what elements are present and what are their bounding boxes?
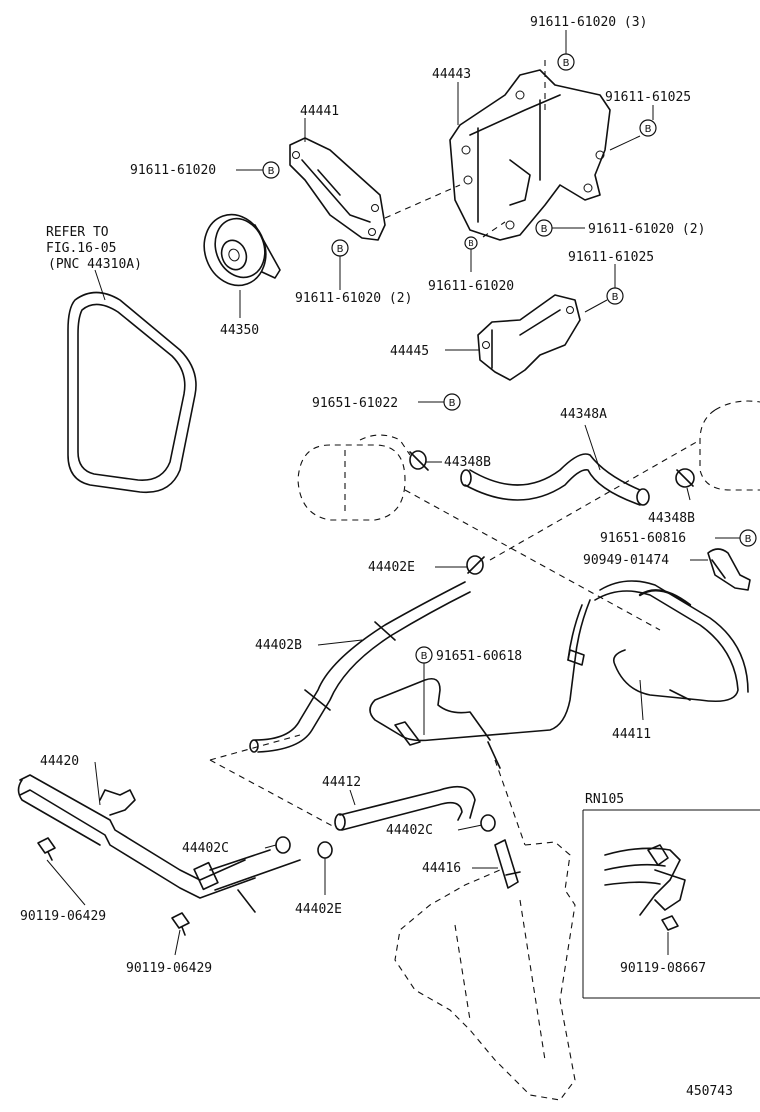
label-450743: 450743 bbox=[686, 1084, 733, 1099]
suction-hose-44348a-drawing bbox=[460, 453, 650, 506]
steering-gear-outline bbox=[394, 841, 576, 1101]
bolt-90119-06429-b-drawing bbox=[171, 912, 190, 936]
bolt-marker-91611-61020-mid: B bbox=[464, 236, 478, 250]
label-44402b: 44402B bbox=[255, 638, 302, 653]
svg-text:B: B bbox=[421, 651, 428, 662]
oil-pump-outline bbox=[297, 434, 411, 521]
label-refer-to: REFER TO bbox=[46, 225, 109, 240]
label-91651-60618: 91651-60618 bbox=[436, 649, 522, 664]
label-rn105: RN105 bbox=[585, 792, 624, 807]
label-44348a: 44348A bbox=[560, 407, 607, 422]
bolt-marker-91611-61020-left: B bbox=[262, 161, 280, 179]
label-91611-61020-2-right: 91611-61020 (2) bbox=[588, 222, 705, 237]
bracket-44445-drawing bbox=[477, 294, 581, 381]
clamp-44402c-left-drawing bbox=[275, 836, 291, 854]
label-91611-61025-top: 91611-61025 bbox=[605, 90, 691, 105]
label-44348b-right: 44348B bbox=[648, 511, 695, 526]
return-hose-44402b-drawing bbox=[249, 581, 471, 753]
label-91651-60816: 91651-60816 bbox=[600, 531, 686, 546]
pressure-tube-drawing bbox=[369, 580, 749, 769]
label-44402e-bottom: 44402E bbox=[295, 902, 342, 917]
label-44402c-left: 44402C bbox=[182, 841, 229, 856]
label-90119-06429-b: 90119-06429 bbox=[126, 961, 212, 976]
clamp-44402e-top-drawing bbox=[466, 555, 485, 575]
part-labels: 91611-61020 (3) 44443 91611-61025 44441 … bbox=[20, 15, 733, 1099]
label-44402c-right: 44402C bbox=[386, 823, 433, 838]
bracket-44441-drawing bbox=[289, 137, 386, 241]
svg-text:B: B bbox=[337, 244, 344, 255]
bolt-marker-top-right: B bbox=[557, 53, 575, 71]
label-44443: 44443 bbox=[432, 67, 471, 82]
svg-text:B: B bbox=[449, 398, 456, 409]
label-44412: 44412 bbox=[322, 775, 361, 790]
reservoir-outline bbox=[699, 400, 760, 491]
bolt-marker-91611-61025-top: B bbox=[639, 119, 657, 137]
inset-rn105 bbox=[582, 809, 760, 999]
clamp-44348b-left-drawing bbox=[409, 450, 429, 471]
label-pnc-ref: (PNC 44310A) bbox=[48, 257, 142, 272]
label-91611-61025-mid: 91611-61025 bbox=[568, 250, 654, 265]
bolt-marker-91651-60816: B bbox=[739, 529, 757, 547]
hose-clamp-90949-01474-drawing bbox=[707, 548, 751, 591]
label-91611-61020-2-bottom: 91611-61020 (2) bbox=[295, 291, 412, 306]
drive-belt-drawing bbox=[67, 291, 197, 494]
label-90949-01474: 90949-01474 bbox=[583, 553, 669, 568]
label-91611-61020-left: 91611-61020 bbox=[130, 163, 216, 178]
clamp-44348b-right-drawing bbox=[675, 468, 695, 488]
svg-text:B: B bbox=[612, 292, 619, 303]
label-91611-61020-3: 91611-61020 (3) bbox=[530, 15, 647, 30]
idler-pulley-44350-drawing bbox=[203, 213, 281, 287]
clamp-44402e-bottom-drawing bbox=[317, 841, 333, 859]
bolt-marker-91651-61022: B bbox=[443, 393, 461, 411]
bolt-marker-91611-61020-2-right: B bbox=[535, 219, 553, 237]
label-90119-08667: 90119-08667 bbox=[620, 961, 706, 976]
assembly-lines bbox=[209, 60, 701, 846]
label-44348b-left: 44348B bbox=[444, 455, 491, 470]
bolt-marker-91651-60618: B bbox=[415, 646, 433, 664]
label-44350: 44350 bbox=[220, 323, 259, 338]
label-44411: 44411 bbox=[612, 727, 651, 742]
label-44416: 44416 bbox=[422, 861, 461, 876]
label-90119-06429-a: 90119-06429 bbox=[20, 909, 106, 924]
svg-text:B: B bbox=[645, 124, 652, 135]
label-91611-61020-mid: 91611-61020 bbox=[428, 279, 514, 294]
svg-text:B: B bbox=[541, 224, 548, 235]
clamp-44402c-right-drawing bbox=[480, 814, 496, 832]
svg-text:B: B bbox=[468, 239, 474, 248]
label-fig-ref: FIG.16-05 bbox=[46, 241, 116, 256]
svg-text:B: B bbox=[563, 58, 570, 69]
svg-text:B: B bbox=[745, 534, 752, 545]
label-44420: 44420 bbox=[40, 754, 79, 769]
union-44416-drawing bbox=[494, 839, 521, 889]
bolt-marker-91611-61025-mid: B bbox=[606, 287, 624, 305]
svg-text:B: B bbox=[268, 166, 275, 177]
cooler-44420-drawing bbox=[17, 774, 301, 913]
bolt-90119-06429-a-drawing bbox=[37, 837, 56, 861]
bolt-marker-91611-61020-2-bottom: B bbox=[331, 239, 349, 257]
leader-lines bbox=[46, 30, 740, 956]
label-44441: 44441 bbox=[300, 104, 339, 119]
label-44445: 44445 bbox=[390, 344, 429, 359]
label-44402e-top: 44402E bbox=[368, 560, 415, 575]
label-91651-61022: 91651-61022 bbox=[312, 396, 398, 411]
bracket-44443-drawing bbox=[449, 69, 611, 241]
